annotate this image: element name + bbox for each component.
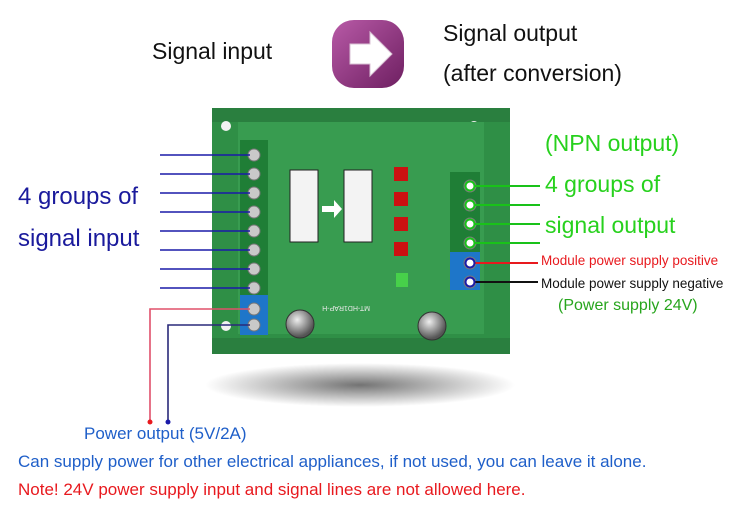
supply-note: Can supply power for other electrical ap…	[18, 452, 647, 471]
arrow-badge-icon	[332, 20, 404, 88]
output-terminal-block	[450, 172, 480, 290]
output-wire-ends	[464, 180, 476, 249]
capacitor-right	[417, 311, 447, 341]
board-model: MT-HD1RAP-H	[322, 304, 370, 311]
input-groups-label: 4 groups of	[18, 183, 139, 210]
module-negative-label: Module power supply negative	[541, 276, 724, 291]
module-positive-label: Module power supply positive	[541, 253, 719, 268]
signal-output-title: Signal output	[443, 20, 578, 46]
board-shadow	[205, 363, 515, 407]
input-terminal-block	[240, 140, 268, 335]
input-signal-label: signal input	[18, 225, 140, 252]
power-output-positive-wire	[149, 308, 250, 420]
after-conversion-label: (after conversion)	[443, 60, 622, 86]
output-groups-label: 4 groups of	[545, 171, 661, 197]
input-wires	[160, 154, 250, 289]
status-leds	[394, 167, 408, 287]
power-output-label: Power output (5V/2A)	[84, 424, 247, 443]
warning-note: Note! 24V power supply input and signal …	[18, 480, 526, 499]
npn-output-label: (NPN output)	[545, 130, 680, 156]
capacitor-left	[285, 309, 315, 339]
power-output-negative-wire	[167, 324, 250, 420]
signal-input-title: Signal input	[152, 38, 273, 64]
power-supply-label: (Power supply 24V)	[558, 297, 698, 314]
output-signal-label: signal output	[545, 212, 676, 238]
chip-area	[289, 169, 373, 243]
output-wires	[470, 185, 540, 244]
